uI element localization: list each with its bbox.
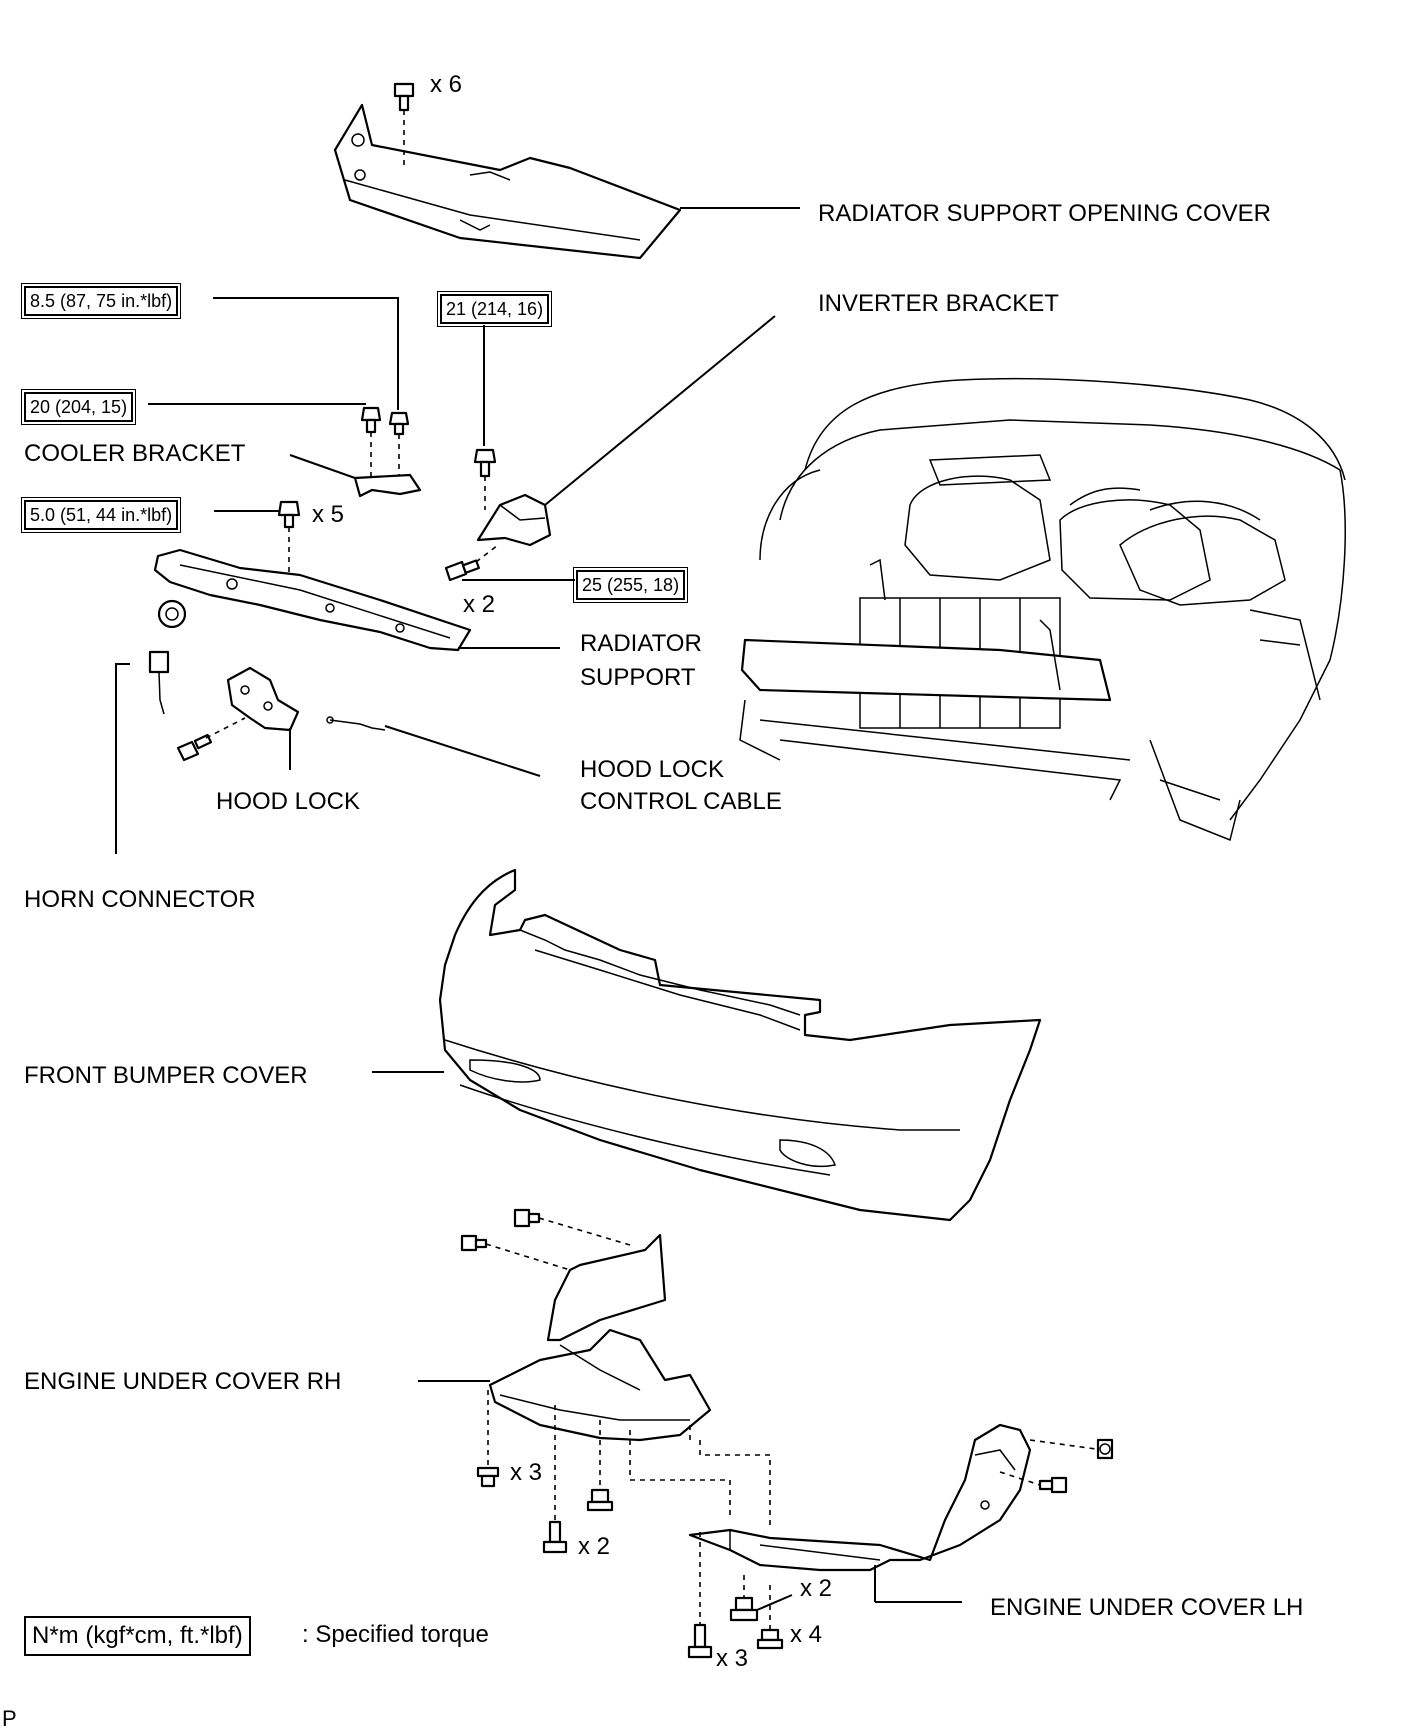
bolt [1038, 1476, 1068, 1494]
footer-mark: P [2, 1706, 17, 1731]
label-hood-lock-control-cable-2: CONTROL CABLE [580, 788, 782, 815]
torque-box-25: 25 (255, 18) [572, 567, 689, 603]
label-engine-under-cover-lh: ENGINE UNDER COVER LH [990, 1594, 1304, 1621]
cooler-bracket-part [353, 473, 422, 498]
qty-inverter-bracket-bolts: x 2 [463, 591, 496, 618]
torque-box-8-5: 8.5 (87, 75 in.*lbf) [20, 283, 182, 319]
qty-radiator-support-bolts: x 5 [312, 501, 345, 528]
bolt [444, 559, 480, 582]
screw [542, 1520, 568, 1554]
bolt [473, 448, 497, 478]
engine-under-cover-rh-part [488, 1233, 712, 1442]
label-radiator-support-1: RADIATOR [580, 630, 702, 657]
torque-box-20: 20 (204, 15) [20, 389, 137, 425]
legend-unit-box: N*m (kgf*cm, ft.*lbf) [24, 1616, 251, 1656]
engine-under-cover-lh-part [688, 1423, 1032, 1572]
label-inverter-bracket: INVERTER BRACKET [818, 290, 1059, 317]
horn-connector-part [148, 650, 170, 715]
torque-box-21: 21 (214, 16) [436, 291, 553, 327]
clip-fastener [1096, 1438, 1114, 1460]
qty-lh-clips: x 4 [790, 1621, 823, 1648]
clip-fastener [476, 1466, 500, 1488]
qty-lh-bolts: x 2 [800, 1575, 833, 1602]
qty-lh-screws: x 3 [716, 1645, 749, 1672]
qty-rh-clips: x 3 [510, 1459, 543, 1486]
label-front-bumper-cover: FRONT BUMPER COVER [24, 1062, 308, 1089]
screw [687, 1623, 713, 1659]
bolt [729, 1596, 759, 1622]
bolt [277, 500, 301, 529]
label-radiator-support-opening-cover: RADIATOR SUPPORT OPENING COVER [818, 200, 1271, 227]
radiator-support-opening-cover-part [333, 103, 682, 260]
radiator-support-part [153, 548, 472, 652]
qty-opening-cover-clips: x 6 [430, 71, 463, 98]
inverter-bracket-part [476, 493, 552, 547]
label-hood-lock: HOOD LOCK [216, 788, 361, 815]
bolt [460, 1234, 488, 1252]
label-engine-under-cover-rh: ENGINE UNDER COVER RH [24, 1368, 342, 1395]
front-bumper-cover-part [438, 868, 1042, 1222]
label-hood-lock-control-cable-1: HOOD LOCK [580, 756, 725, 783]
bolt [388, 411, 410, 436]
clip-fastener [513, 1208, 541, 1228]
legend-description: : Specified torque [302, 1621, 489, 1648]
bolt [360, 406, 382, 434]
clip-fastener [393, 82, 415, 112]
qty-rh-screws: x 2 [578, 1533, 611, 1560]
label-radiator-support-2: SUPPORT [580, 664, 696, 691]
torque-box-5-0: 5.0 (51, 44 in.*lbf) [20, 497, 182, 533]
clip-fastener [756, 1628, 784, 1650]
vehicle-front-illustration [739, 377, 1346, 842]
label-horn-connector: HORN CONNECTOR [24, 886, 256, 913]
bolt [176, 733, 213, 762]
hood-lock-part [226, 666, 300, 732]
clip-fastener [586, 1488, 614, 1512]
label-cooler-bracket: COOLER BRACKET [24, 440, 246, 467]
